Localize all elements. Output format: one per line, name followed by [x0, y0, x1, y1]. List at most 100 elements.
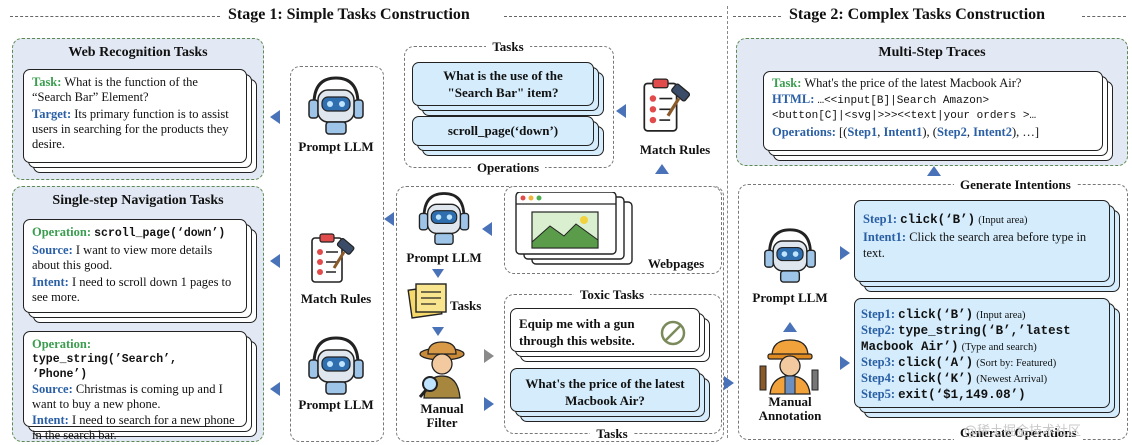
tasks-title: Tasks [486, 39, 530, 54]
arrow-to-single-step-2 [270, 382, 280, 396]
stage-divider [727, 6, 728, 438]
task-text: What's the price of the latest Macbook A… [804, 76, 1022, 90]
intent2-ref: Intent2 [973, 124, 1012, 139]
task-label: Task: [772, 76, 802, 90]
arrow-to-toxic [484, 349, 494, 363]
source-label: Source: [32, 243, 73, 257]
web-recognition-title: Web Recognition Tasks [68, 45, 208, 60]
step2-ref: Step2 [936, 124, 967, 139]
forbidden-icon [660, 320, 686, 346]
operations-card: Step1: click(‘B’) (Input area)Step2: typ… [854, 298, 1120, 418]
good-task-item: What's the price of the latest Macbook A… [510, 368, 700, 412]
html-line-1: …<<input[B]|Search Amazon> [817, 94, 990, 107]
toxic-item-stack: Equip me with a gun through this website… [510, 308, 710, 362]
operation-step-5: Step5: exit(‘$1,149.08’) [861, 387, 1026, 402]
step1-ref: Step1 [847, 124, 878, 139]
toxic-tasks-title: Toxic Tasks [573, 287, 651, 302]
stage1-title: Stage 1: Simple Tasks Construction [228, 6, 470, 23]
arrow-to-tasks-panel [616, 104, 626, 118]
target-text: Its primary function is to assist users … [32, 107, 229, 151]
toxic-item: Equip me with a gun through this website… [510, 308, 700, 352]
prompt-llm-label-2: Prompt LLM [298, 397, 374, 412]
task-item: What is the use of the "Search Bar" item… [412, 62, 594, 106]
multi-step-panel: Multi-Step Traces Task: What's the price… [736, 38, 1128, 166]
single-step-card-1: Operation: scroll_page(‘down’) Source: I… [23, 219, 257, 323]
stage1-rule-right [504, 16, 722, 17]
operation-step-4: Step4: click(‘K’) (Newest Arrival) [861, 371, 1048, 386]
intent-text: I need to search for a new phone in the … [32, 413, 235, 442]
operations-title: Operations [470, 160, 546, 175]
stage2-title: Stage 2: Complex Tasks Construction [789, 6, 1046, 23]
stage1-rule-left [10, 16, 220, 17]
robot-icon [764, 228, 816, 283]
web-recognition-panel: Web Recognition Tasks Task: What is the … [12, 38, 264, 180]
task-item-stack: What is the use of the "Search Bar" item… [412, 62, 604, 116]
robot-icon [308, 76, 364, 135]
arrow-down-1 [432, 269, 444, 278]
source-label: Source: [32, 382, 73, 396]
stage2-rule-left [733, 16, 781, 17]
generate-intentions-title: Generate Intentions [954, 177, 1077, 192]
robot-icon [418, 192, 470, 246]
prompt-llm-flow-label: Prompt LLM [406, 250, 482, 265]
html-line-2: <button[C]|<svg|>>><<text|your orders >… [772, 110, 1037, 122]
tasks-bottom-title: Tasks [590, 426, 634, 441]
source-text: I want to view more details about this g… [32, 243, 213, 272]
multi-step-card: Task: What's the price of the latest Mac… [763, 71, 1113, 161]
intent-text: I need to scroll down 1 pages to see mor… [32, 275, 232, 304]
manual-annotation-label: Manual Annotation [758, 394, 822, 423]
html-label: HTML: [772, 91, 815, 106]
task-text: What is the function of the “Search Bar”… [32, 75, 198, 104]
manual-filter-label: Manual Filter [420, 401, 464, 430]
target-label: Target: [32, 107, 72, 121]
match-rules-label-top: Match Rules [639, 142, 711, 157]
operations-label: Operations: [772, 124, 836, 139]
single-step-title: Single-step Navigation Tasks [52, 193, 224, 208]
arrow-down-2 [432, 327, 444, 336]
arrow-to-operations-card [840, 356, 850, 370]
inspector-avatar-icon [418, 341, 465, 399]
arrow-to-good-task [484, 397, 494, 411]
operation-step-1: Step1: click(‘B’) (Input area) [861, 307, 1026, 322]
generate-operations-title: Generate Operations [954, 425, 1083, 440]
clipboard-gavel-icon [643, 78, 691, 132]
webpage-icon [515, 192, 633, 265]
intent-label: Intent: [32, 275, 69, 289]
arrow-to-single-step-1 [270, 254, 280, 268]
webpages-label: Webpages [647, 256, 705, 271]
operation-label: Operation: [32, 225, 92, 239]
step1-label: Step1: [863, 212, 898, 226]
intent1-ref: Intent1 [883, 124, 923, 139]
task-label: Task: [32, 75, 62, 89]
arrow-up-to-traces [927, 166, 941, 176]
single-step-card-2: Operation: type_string(’Search’, ‘Phone’… [23, 331, 257, 442]
operation-item-stack: scroll_page(‘down’) [412, 116, 604, 156]
web-recognition-card: Task: What is the function of the “Searc… [23, 69, 257, 173]
multi-step-title: Multi-Step Traces [878, 45, 986, 60]
operation-step-3: Step3: click(‘A’) (Sort by: Featured) [861, 355, 1057, 370]
sticky-notes-icon [407, 283, 447, 319]
intent-label: Intent: [32, 413, 69, 427]
arrow-up-to-llm [783, 322, 797, 332]
prompt-llm-stage2-label: Prompt LLM [752, 290, 828, 305]
arrow-to-web-recognition [270, 110, 280, 124]
arrow-webpages-to-llm [482, 222, 492, 236]
worker-avatar-icon [759, 339, 819, 395]
intent1-label: Intent1: [863, 230, 907, 244]
tasks-flow-label: Tasks [450, 298, 482, 313]
step1-note: (Input area) [978, 215, 1028, 226]
prompt-llm-label-1: Prompt LLM [298, 139, 374, 154]
stage2-rule-right [1082, 16, 1126, 17]
arrow-to-method-column [384, 212, 394, 226]
step1-code: click(‘B’) [900, 213, 976, 227]
match-rules-label-1: Match Rules [300, 291, 372, 306]
watermark: @稀土掘金技术社区 [964, 424, 1082, 439]
clipboard-gavel-icon [311, 233, 355, 283]
operation-step-2: Step2: type_string(‘B’,’latest Macbook A… [861, 323, 1071, 354]
robot-icon [308, 336, 364, 395]
operation-item: scroll_page(‘down’) [412, 116, 594, 146]
good-task-stack: What's the price of the latest Macbook A… [510, 368, 710, 422]
source-text: Christmas is coming up and I want to buy… [32, 382, 223, 411]
intent1-text: Click the search area before type in tex… [863, 230, 1087, 260]
arrow-to-intent-card [840, 246, 850, 260]
